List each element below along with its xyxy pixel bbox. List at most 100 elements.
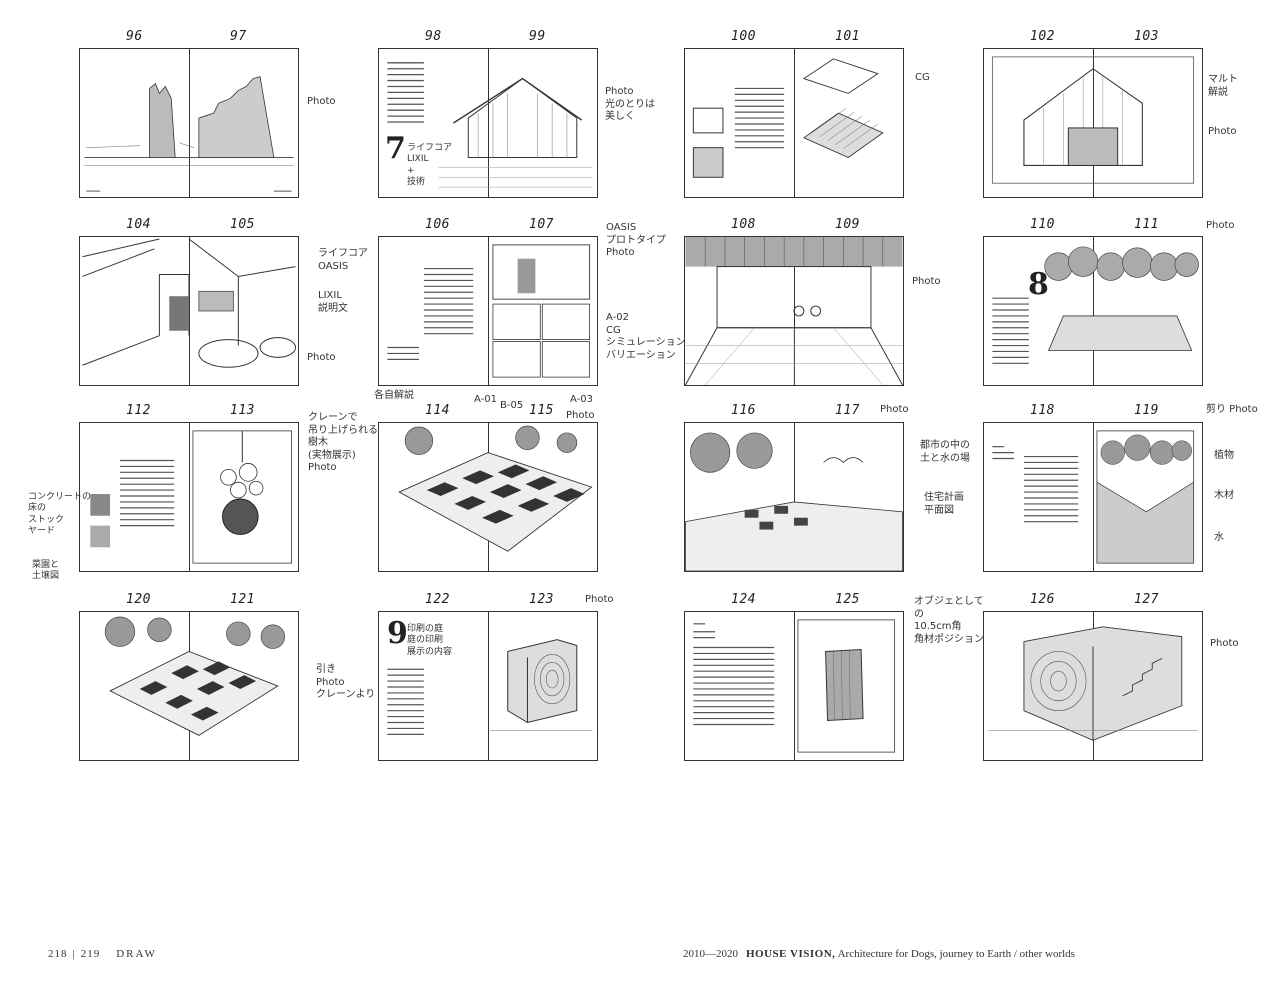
sketch-house-frame: [387, 62, 593, 188]
sketch-wood-block: [693, 619, 896, 753]
annotation-photo: Photo: [307, 352, 336, 363]
sketch-open-hall: [685, 237, 903, 385]
gutter-line: [1093, 49, 1094, 197]
annotation-text: A-01: [474, 394, 497, 405]
gutter-line: [189, 423, 190, 571]
sketch-isometric-model: [692, 58, 884, 178]
sketch-garden-perspective: [685, 432, 903, 571]
spread-100-101: 100 101: [684, 29, 904, 198]
sketch-interior-perspective: [82, 238, 297, 368]
sketch-ruins: [84, 76, 294, 192]
annotation-text: 都市の中の 土と水の場: [920, 440, 970, 464]
page-number: 101: [835, 29, 860, 44]
annotation-text: マルト 解説: [1208, 74, 1238, 98]
page-number: 113: [230, 403, 255, 418]
annotation-text: B-05: [500, 400, 524, 411]
gutter-line: [794, 237, 795, 385]
page-number: 107: [529, 217, 554, 232]
spread-98-99: 98 99 7 ライフコア LIXIL + 技術: [378, 29, 598, 198]
page-number: 114: [425, 403, 450, 418]
sketch-gable-house: [991, 56, 1195, 184]
annotation-cg: CG: [915, 72, 930, 83]
sketch-large-cube: [988, 626, 1198, 741]
annotation-photo: 引き Photo クレーンより: [316, 664, 376, 700]
annotation-text: 住宅計画 平面図: [924, 492, 964, 516]
annotation-photo: Photo: [912, 276, 941, 287]
sketch-hanging-tree: [90, 430, 293, 564]
years-range: 2010—2020: [683, 948, 738, 960]
annotation-photo: Photo: [1210, 638, 1239, 649]
annotation-photo: OASIS プロトタイプ Photo: [606, 222, 666, 258]
page-number: 98: [425, 29, 442, 44]
page-number: 122: [425, 592, 450, 607]
annotation-text: コンクリートの 床の ストック ヤード: [28, 492, 92, 536]
page-number: 103: [1134, 29, 1159, 44]
annotation-cg: A-02 CG シミュレーション バリエーション: [606, 312, 686, 361]
gutter-line: [189, 237, 190, 385]
chapter-number: 7: [385, 131, 406, 166]
chapter-title: 印刷の庭 庭の印刷 展示の内容: [407, 624, 453, 657]
page-number: 126: [1030, 592, 1055, 607]
annotation-text: 植物: [1214, 450, 1234, 461]
annotation-text: 各自解説: [374, 390, 414, 401]
annotation-photo: Photo: [880, 404, 909, 415]
gutter-line: [1093, 237, 1094, 385]
gutter-line: [488, 49, 489, 197]
gutter-line: [488, 237, 489, 385]
page-number: 119: [1134, 403, 1159, 418]
page-number: 125: [835, 592, 860, 607]
gutter-line: [794, 49, 795, 197]
page-number: 99: [529, 29, 546, 44]
page-number: 96: [126, 29, 143, 44]
page-number: 100: [731, 29, 756, 44]
spread-124-125: 124 125: [684, 592, 904, 761]
spread-114-115: 114 115: [378, 403, 598, 572]
annotation-photo: 剪り Photo: [1206, 404, 1258, 415]
page-number: 118: [1030, 403, 1055, 418]
spread-106-107: 106 107: [378, 217, 598, 386]
sketch-aerial-checker: [104, 616, 286, 736]
annotation-text: オブジェとして の 10.5cm角 角材ポジション: [914, 596, 984, 645]
spread-102-103: 102 103: [983, 29, 1203, 198]
page-number: 115: [529, 403, 554, 418]
chapter-number: 8: [1028, 267, 1049, 302]
page-number: 102: [1030, 29, 1055, 44]
page-number: 116: [731, 403, 756, 418]
sketch-grid-layout: [387, 244, 591, 378]
annotation-photo: Photo 光のとりは 美しく: [605, 86, 655, 122]
gutter-line: [1093, 423, 1094, 571]
page-number: 117: [835, 403, 860, 418]
page-number: 106: [425, 217, 450, 232]
chapter-number: 9: [387, 616, 408, 651]
spread-112-113: 112 113: [79, 403, 299, 572]
page-number: 97: [230, 29, 247, 44]
spread-118-119: 118 119: [983, 403, 1203, 572]
gutter-line: [488, 612, 489, 760]
spread-110-111: 110 111 8: [983, 217, 1203, 386]
annotation-text: A-03: [570, 394, 593, 405]
page-number: 111: [1134, 217, 1159, 232]
page-number-left: 218: [48, 948, 68, 960]
annotation-text: 水: [1214, 532, 1224, 543]
annotation-photo: Photo: [307, 96, 336, 107]
annotation-photo: Photo: [585, 594, 614, 605]
annotation-text: 菜園と 土壌図: [32, 560, 60, 582]
page-number: 110: [1030, 217, 1055, 232]
sketch-checkered-garden: [398, 425, 593, 552]
sketch-wood-cube: [387, 639, 593, 735]
spread-96-97: 96 97: [79, 29, 299, 198]
page-number: 108: [731, 217, 756, 232]
spread-120-121: 120 121: [79, 592, 299, 761]
page-number: 109: [835, 217, 860, 232]
gutter-line: [794, 423, 795, 571]
page-number: 127: [1134, 592, 1159, 607]
annotation-photo: Photo: [566, 410, 595, 421]
sketch-section-cut: [992, 430, 1195, 564]
page-number: 124: [731, 592, 756, 607]
page-number: 120: [126, 592, 151, 607]
annotation-text: 木材: [1214, 490, 1234, 501]
page-number: 104: [126, 217, 151, 232]
